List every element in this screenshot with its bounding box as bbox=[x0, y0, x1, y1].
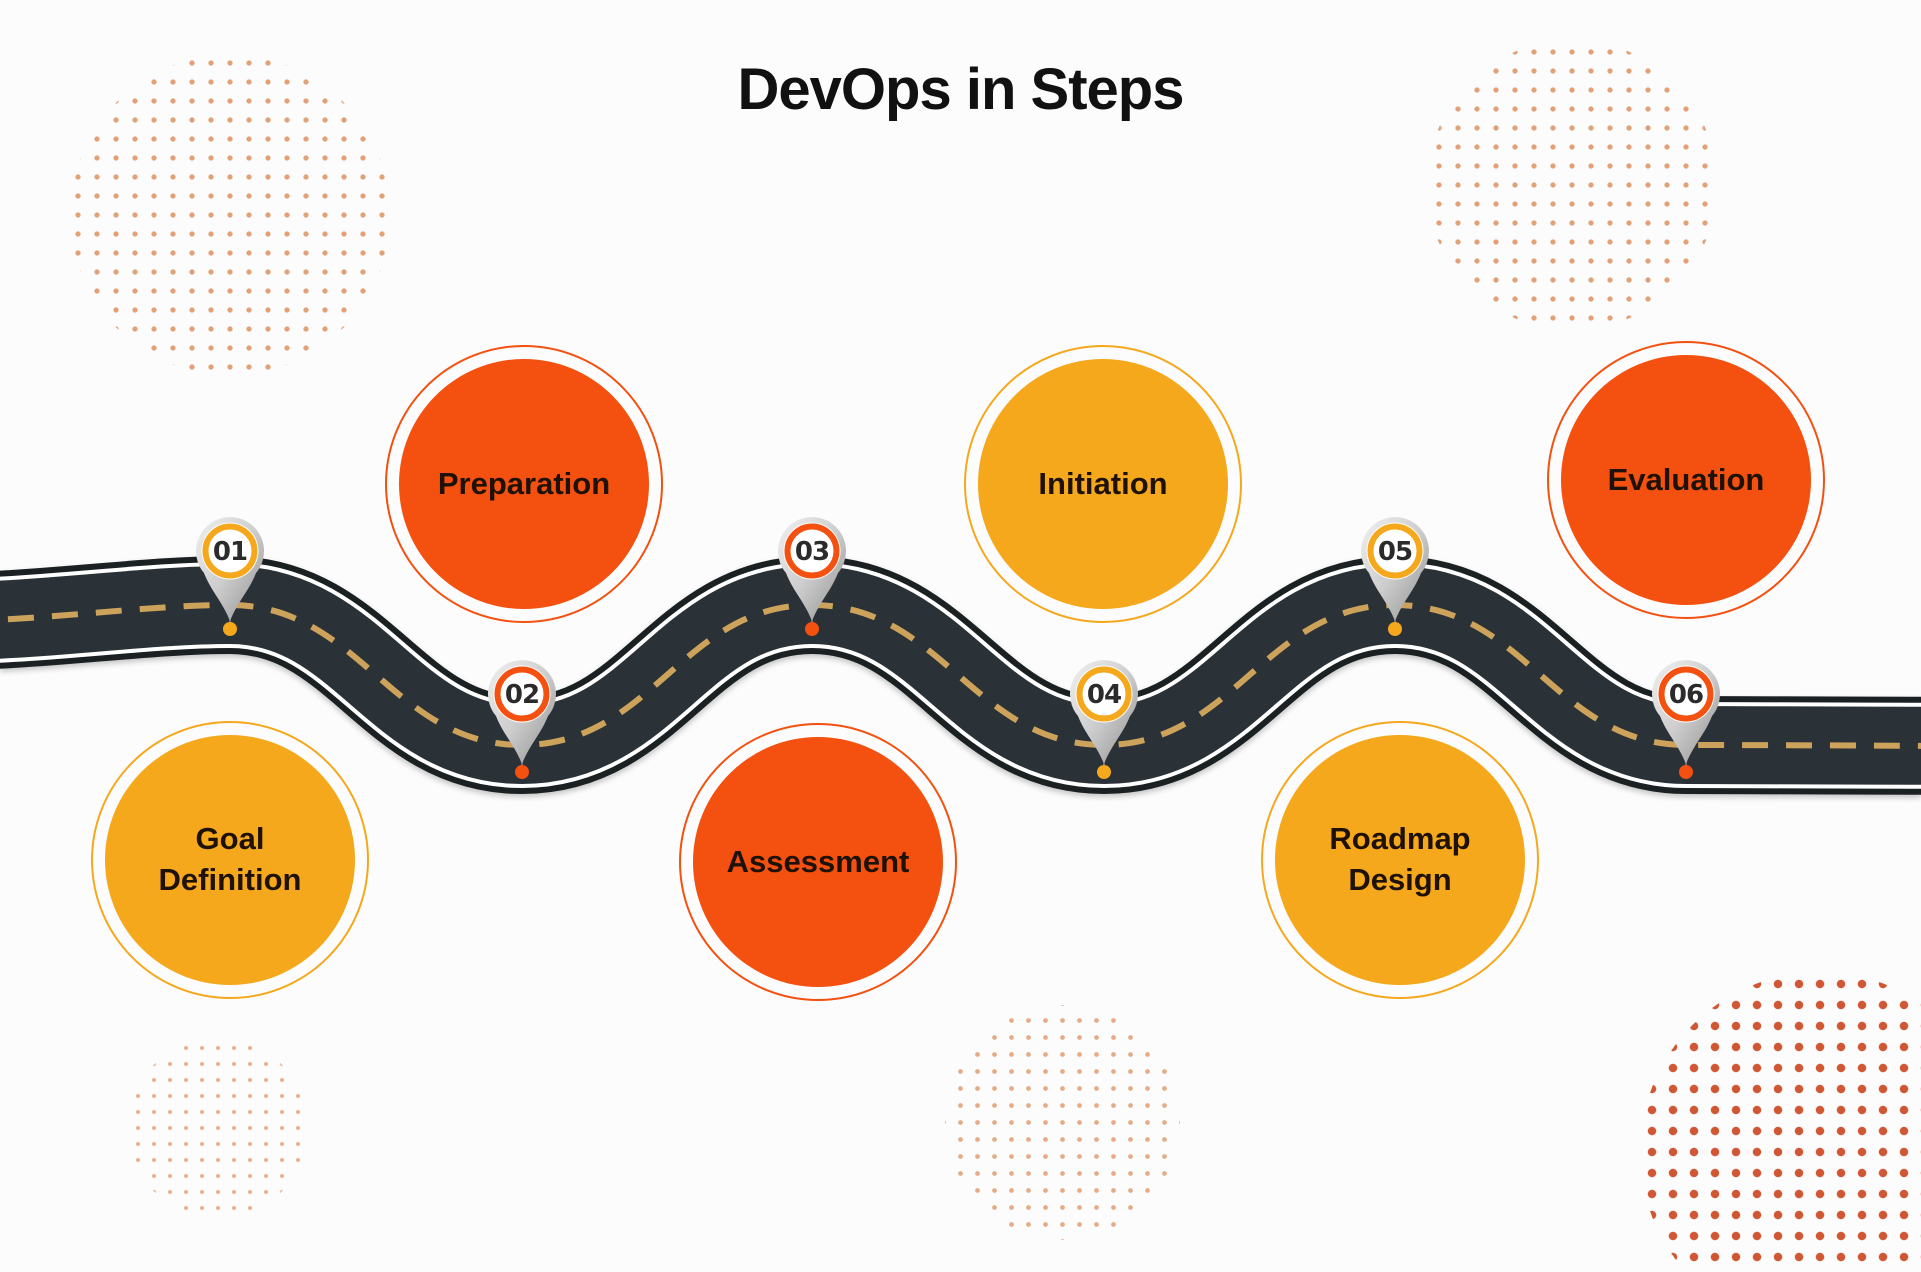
pin-number: 06 bbox=[1669, 680, 1703, 710]
pin-number: 04 bbox=[1087, 680, 1121, 710]
step-circle-preparation: Preparation bbox=[385, 345, 663, 623]
location-pin-icon-01: 01 bbox=[196, 517, 264, 636]
step-label: Assessment bbox=[693, 737, 943, 987]
pin-number: 03 bbox=[795, 537, 829, 567]
pin-number: 02 bbox=[505, 680, 539, 710]
location-pin-icon-06: 06 bbox=[1652, 660, 1720, 779]
step-circle-roadmap-design: Roadmap Design bbox=[1261, 721, 1539, 999]
location-pin-icon-02: 02 bbox=[488, 660, 556, 779]
dot-pattern-top-right bbox=[1427, 40, 1717, 330]
step-circle-evaluation: Evaluation bbox=[1547, 341, 1825, 619]
location-pin-icon-05: 05 bbox=[1361, 517, 1429, 636]
pin-number: 01 bbox=[213, 537, 247, 567]
step-label: Goal Definition bbox=[105, 735, 355, 985]
location-pin-icon-04: 04 bbox=[1070, 660, 1138, 779]
step-label: Preparation bbox=[399, 359, 649, 609]
step-circle-assessment: Assessment bbox=[679, 723, 957, 1001]
dot-pattern-top-left bbox=[70, 55, 390, 375]
step-circle-goal-definition: Goal Definition bbox=[91, 721, 369, 999]
dot-pattern-bottom-middle bbox=[945, 1005, 1180, 1240]
step-label: Roadmap Design bbox=[1275, 735, 1525, 985]
page-title: DevOps in Steps bbox=[737, 57, 1185, 122]
location-pin-icon-03: 03 bbox=[778, 517, 846, 636]
step-circle-initiation: Initiation bbox=[964, 345, 1242, 623]
step-label: Evaluation bbox=[1561, 355, 1811, 605]
pin-number: 05 bbox=[1378, 537, 1412, 567]
step-label: Initiation bbox=[978, 359, 1228, 609]
dot-pattern-bottom-left bbox=[128, 1038, 308, 1218]
